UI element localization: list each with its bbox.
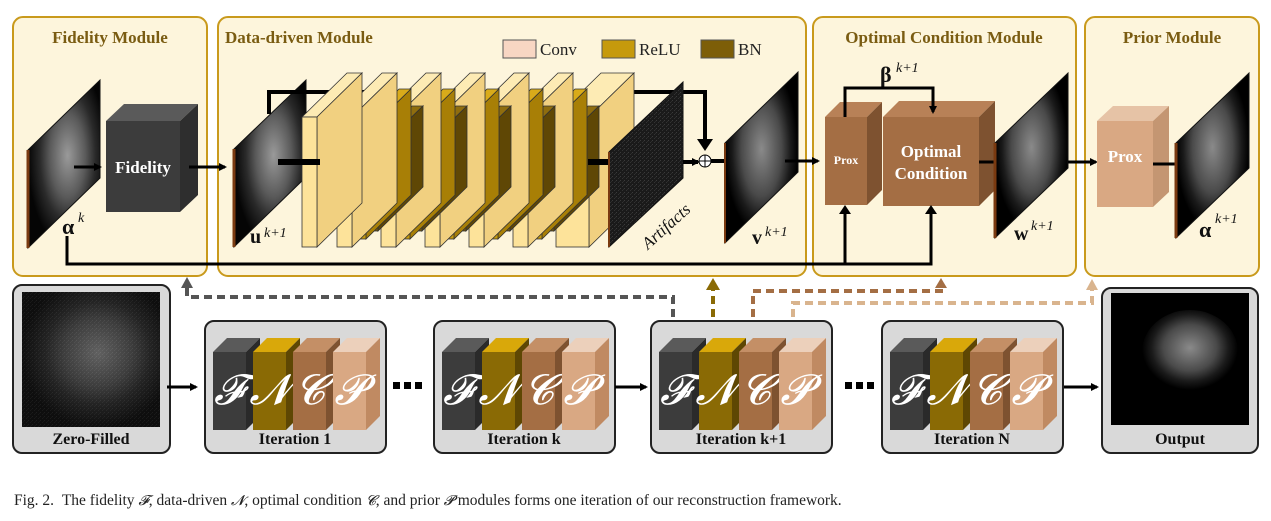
legend-label-bn: BN xyxy=(738,40,762,59)
beta-symbol: β xyxy=(880,62,892,87)
prox-block-prior: Prox xyxy=(1097,106,1169,207)
legend-swatch-relu xyxy=(601,39,636,59)
caption-prefix: Fig. 2. xyxy=(14,492,55,509)
fidelity-block-label: Fidelity xyxy=(115,158,171,177)
u-symbol: u xyxy=(250,226,261,248)
fidelity-cube: 𝓕 xyxy=(890,338,937,430)
zero-filled-panel: Zero-Filled xyxy=(12,284,171,454)
caption-symbol-p: 𝓟 xyxy=(443,493,454,509)
dashed-arrowhead-data-driven xyxy=(706,278,720,290)
prior-module-title: Prior Module xyxy=(1123,28,1222,47)
feedback-arrowhead-optimal xyxy=(925,205,937,214)
mri-image-w xyxy=(993,71,1069,240)
alpha-k-symbol: α xyxy=(62,214,75,239)
caption-symbol-c: 𝓒 xyxy=(365,493,376,509)
optimal-label-line2: Condition xyxy=(895,164,968,183)
iteration-label: Iteration k+1 xyxy=(696,431,786,448)
w-superscript: k+1 xyxy=(1031,219,1054,234)
caption-text: , data-driven xyxy=(148,492,231,509)
caption-text: The fidelity xyxy=(61,492,139,509)
ellipsis-dot xyxy=(856,382,863,389)
legend-label-conv: Conv xyxy=(540,40,577,59)
iteration-label: Iteration N xyxy=(934,431,1010,448)
v-superscript: k+1 xyxy=(765,225,788,240)
mri-image-alpha-k xyxy=(26,78,101,250)
ellipsis-dot xyxy=(845,382,852,389)
caption-text: , and prior xyxy=(375,492,444,509)
dashed-arrowhead-optimal xyxy=(935,278,947,288)
zero-filled-noise xyxy=(22,292,160,427)
skip-arrowhead xyxy=(697,139,713,151)
legend-label-relu: ReLU xyxy=(639,40,681,59)
output-label: Output xyxy=(1155,431,1205,448)
legend-swatch-bn xyxy=(700,39,735,59)
mri-image-v xyxy=(724,70,799,245)
optimal-cube: 𝓒 xyxy=(739,338,786,430)
w-symbol: w xyxy=(1014,223,1029,245)
prox-label-optimal: Prox xyxy=(834,153,858,167)
fidelity-module-title: Fidelity Module xyxy=(52,28,168,47)
iteration-label: Iteration 1 xyxy=(259,431,331,448)
optimal-cube: 𝓒 xyxy=(970,338,1017,430)
optimal-cube: 𝓒 xyxy=(293,338,340,430)
optimal-label-line1: Optimal xyxy=(901,142,962,161)
ellipsis-dot xyxy=(867,382,874,389)
caption-text: modules forms one iteration of our recon… xyxy=(453,492,842,509)
optimal-condition-block: Optimal Condition xyxy=(883,101,995,206)
feedback-line xyxy=(65,212,933,266)
figure-caption: Fig. 2. The fidelity 𝓕, data-driven 𝓝, o… xyxy=(14,492,842,510)
ellipsis-dot xyxy=(393,382,400,389)
dashed-arrowhead-prior xyxy=(1086,279,1098,290)
alpha-k-superscript: k xyxy=(78,211,85,226)
beta-superscript: k+1 xyxy=(896,61,919,76)
optimal-cube: 𝓒 xyxy=(522,338,569,430)
mri-image-alpha-k1 xyxy=(1174,71,1250,240)
zero-filled-label: Zero-Filled xyxy=(52,431,129,448)
prior-cube: 𝓟 xyxy=(562,338,609,430)
iteration-label: Iteration k xyxy=(487,431,560,448)
dashed-arrowhead-fidelity xyxy=(181,277,193,288)
prox-label-prior: Prox xyxy=(1108,147,1143,166)
prior-cube: 𝓟 xyxy=(779,338,826,430)
dashed-line-fidelity xyxy=(185,285,675,330)
legend-swatch-conv xyxy=(502,39,537,59)
beta-arrow xyxy=(843,86,937,117)
prior-cube: 𝓟 xyxy=(1010,338,1057,430)
conv-layer xyxy=(301,72,363,248)
ellipsis-dot xyxy=(415,382,422,389)
dashed-line-prior xyxy=(791,290,1094,330)
prior-cube: 𝓟 xyxy=(333,338,380,430)
legend: Conv ReLU BN xyxy=(502,39,762,59)
feedback-arrowhead-prox xyxy=(839,205,851,214)
fidelity-block: Fidelity xyxy=(106,104,198,212)
dashed-line-optimal xyxy=(751,286,943,330)
ellipsis-dot xyxy=(404,382,411,389)
prox-block-optimal: Prox xyxy=(825,102,882,205)
output-image-head xyxy=(1142,310,1238,394)
v-symbol: v xyxy=(752,227,762,249)
output-panel: Output xyxy=(1101,287,1259,454)
prior-module: Prior Module xyxy=(1084,16,1260,277)
caption-text: , optimal condition xyxy=(244,492,366,509)
alpha-k1-superscript: k+1 xyxy=(1215,212,1238,227)
caption-symbol-f: 𝓕 xyxy=(138,493,149,509)
optimal-module-title: Optimal Condition Module xyxy=(845,28,1043,47)
data-driven-module-title: Data-driven Module xyxy=(225,28,373,47)
data-driven-cube: 𝓝 xyxy=(695,338,748,430)
u-superscript: k+1 xyxy=(264,226,287,241)
alpha-k1-symbol: α xyxy=(1199,217,1212,242)
caption-symbol-n: 𝓝 xyxy=(230,493,245,509)
conv-stack xyxy=(301,72,635,248)
artifacts-image xyxy=(608,80,684,249)
